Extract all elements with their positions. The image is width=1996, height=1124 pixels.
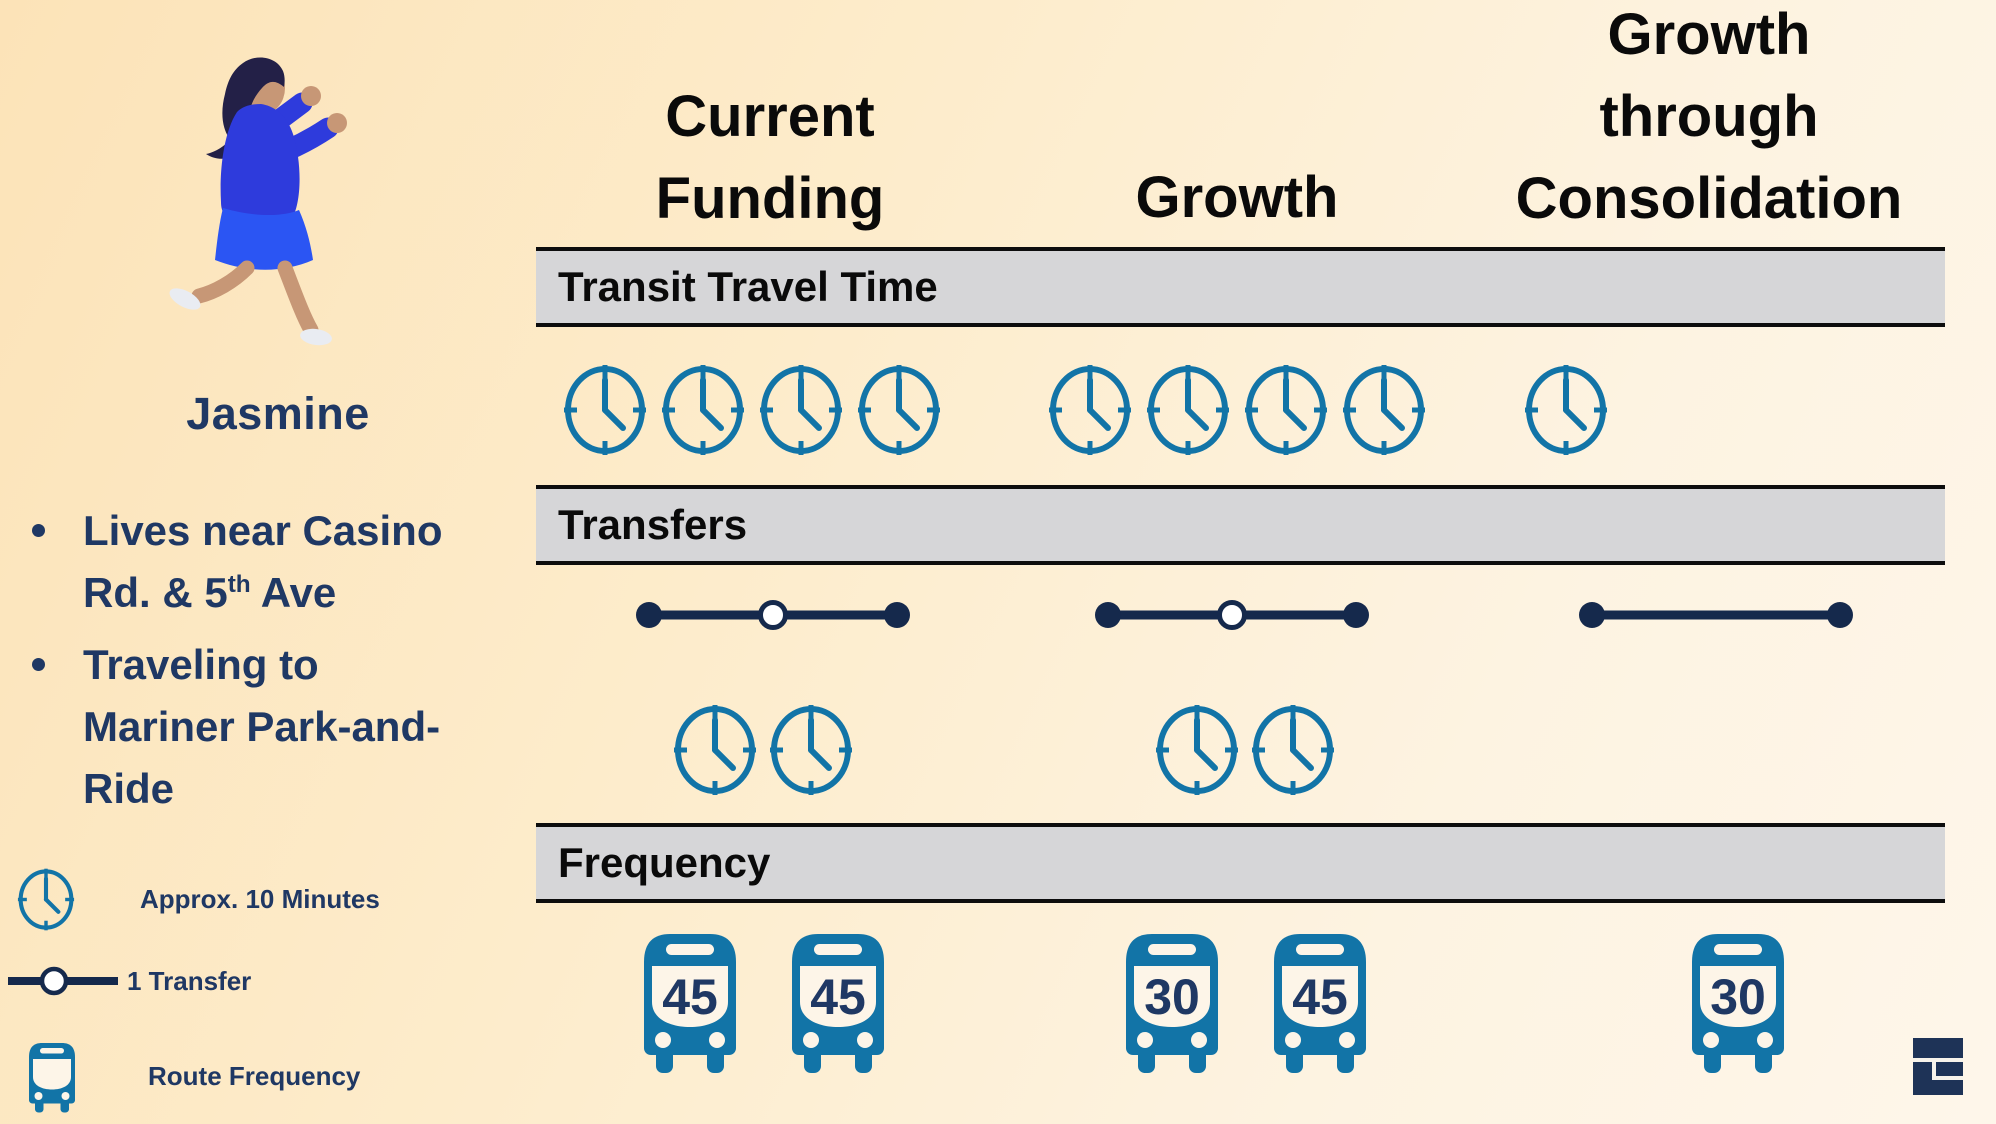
clock-icon bbox=[1252, 705, 1334, 795]
transfer-line-consolidation bbox=[1576, 587, 1856, 643]
clock-icon bbox=[662, 365, 744, 455]
clock-icon bbox=[770, 705, 852, 795]
clock-icon bbox=[1245, 365, 1327, 455]
transfer-line-icon bbox=[1095, 600, 1369, 630]
bus-icon: 30 bbox=[1126, 934, 1218, 1073]
section-bar-transit-travel-time: Transit Travel Time bbox=[536, 247, 1945, 327]
person-illustration bbox=[169, 57, 347, 346]
transfer-line-icon bbox=[1579, 602, 1853, 628]
transfer-icon bbox=[8, 966, 118, 996]
clock-icon bbox=[1049, 365, 1131, 455]
column-title-line: Consolidation bbox=[1515, 166, 1903, 231]
clock-icon bbox=[1525, 365, 1607, 455]
section-label: Transfers bbox=[558, 501, 748, 548]
column-header-growth: Growth bbox=[1007, 157, 1467, 239]
column-title-line: Growth bbox=[1607, 2, 1811, 67]
persona-name: Jasmine bbox=[186, 388, 370, 439]
bus-headway-value: 30 bbox=[1144, 969, 1200, 1025]
section-bar-transfers: Transfers bbox=[536, 485, 1945, 565]
bullet-dot bbox=[32, 658, 45, 671]
bus-headway-value: 45 bbox=[1292, 969, 1348, 1025]
bus-headway-value: 45 bbox=[662, 969, 718, 1025]
clock-icon bbox=[858, 365, 940, 455]
bullet-dot bbox=[32, 524, 45, 537]
column-title-line: Funding bbox=[655, 166, 885, 231]
bus-icon: 45 bbox=[644, 934, 736, 1073]
section-bar-frequency: Frequency bbox=[536, 823, 1945, 903]
travel-time-clocks-consolidation bbox=[1524, 364, 1608, 456]
section-label: Transit Travel Time bbox=[558, 263, 938, 310]
legend-label: 1 Transfer bbox=[127, 965, 252, 996]
frequency-buses-current-funding: 45 45 bbox=[636, 928, 892, 1074]
legend-item-frequency: Route Frequency bbox=[25, 1040, 360, 1113]
clock-icon bbox=[1147, 365, 1229, 455]
wait-clocks-current-funding bbox=[673, 704, 853, 796]
legend-label: Approx. 10 Minutes bbox=[140, 884, 380, 914]
agency-logo bbox=[1913, 1038, 1963, 1095]
clock-icon bbox=[17, 868, 75, 931]
bus-icon: 45 bbox=[792, 934, 884, 1073]
legend-item-transfer: 1 Transfer bbox=[4, 957, 251, 1005]
transfer-line-growth bbox=[1092, 587, 1372, 643]
frequency-buses-consolidation: 30 bbox=[1684, 928, 1792, 1074]
section-label: Frequency bbox=[558, 839, 771, 886]
legend-item-travel-time: Approx. 10 Minutes bbox=[17, 868, 380, 931]
clock-icon bbox=[674, 705, 756, 795]
column-title-line: Current bbox=[665, 84, 875, 149]
travel-time-clocks-growth bbox=[1048, 364, 1426, 456]
clock-icon bbox=[760, 365, 842, 455]
transfer-line-icon bbox=[636, 600, 910, 630]
column-title-line: through bbox=[1599, 84, 1819, 149]
wait-clocks-growth bbox=[1155, 704, 1335, 796]
bus-headway-value: 45 bbox=[810, 969, 866, 1025]
bus-icon: 30 bbox=[1692, 934, 1784, 1073]
clock-icon bbox=[564, 365, 646, 455]
bus-icon: 45 bbox=[1274, 934, 1366, 1073]
clock-icon bbox=[1156, 705, 1238, 795]
column-title-line: Growth bbox=[1135, 165, 1339, 230]
frequency-buses-growth: 30 45 bbox=[1118, 928, 1374, 1074]
bus-headway-value: 30 bbox=[1710, 969, 1766, 1025]
bus-icon bbox=[29, 1043, 75, 1113]
clock-icon bbox=[1343, 365, 1425, 455]
legend-label: Route Frequency bbox=[148, 1061, 361, 1091]
travel-time-clocks-current-funding bbox=[563, 364, 941, 456]
transfer-line-current-funding bbox=[633, 587, 913, 643]
